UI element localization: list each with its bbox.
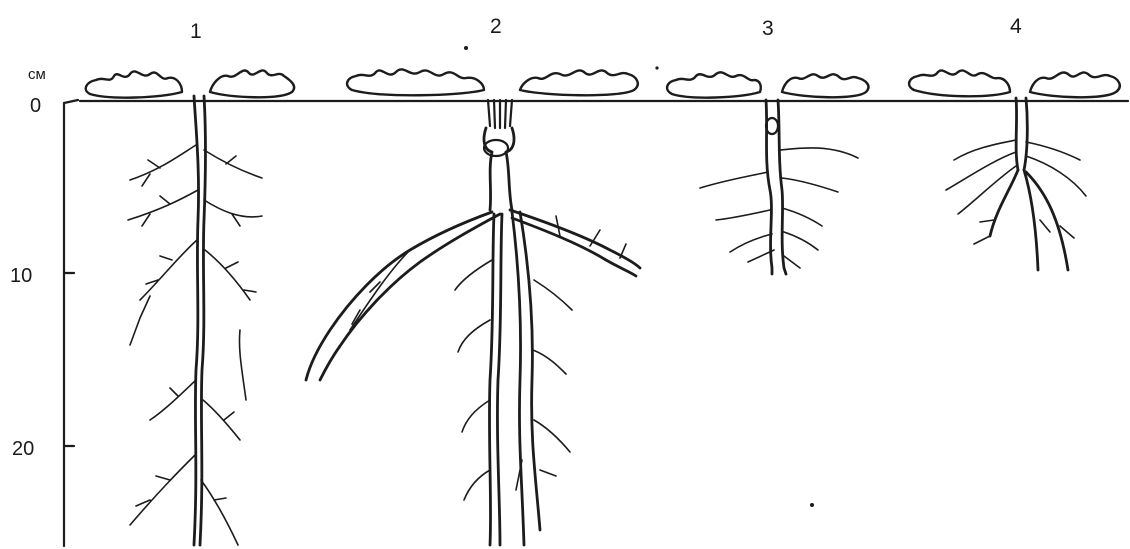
seedling-3-taproot (766, 100, 786, 274)
depth-label-20: 20 (12, 438, 34, 460)
seedling-2 (306, 69, 640, 545)
seedling-2-roots (306, 210, 640, 545)
plant-number-3: 3 (762, 17, 774, 40)
seedling-3 (667, 72, 868, 274)
seedling-4-cotyledons (909, 70, 1120, 97)
depth-label-0: 0 (30, 95, 41, 117)
seedling-1-cotyledons (86, 70, 294, 97)
seedling-1-taproot (194, 96, 206, 545)
depth-axis: см 0 10 20 (10, 66, 78, 546)
plant-number-1: 1 (190, 20, 202, 43)
scan-specks (464, 46, 814, 507)
seedling-3-cotyledons (667, 72, 868, 97)
seedling-1 (86, 70, 294, 545)
seedling-2-hypocotyl (484, 100, 514, 210)
depth-unit-label: см (28, 66, 46, 83)
depth-label-10: 10 (10, 265, 32, 287)
depth-tick-0 (64, 100, 78, 103)
seedling-4-roots (946, 98, 1086, 270)
seedling-2-cotyledons (347, 69, 638, 95)
plant-number-2: 2 (490, 15, 502, 38)
plant-number-4: 4 (1010, 15, 1022, 38)
